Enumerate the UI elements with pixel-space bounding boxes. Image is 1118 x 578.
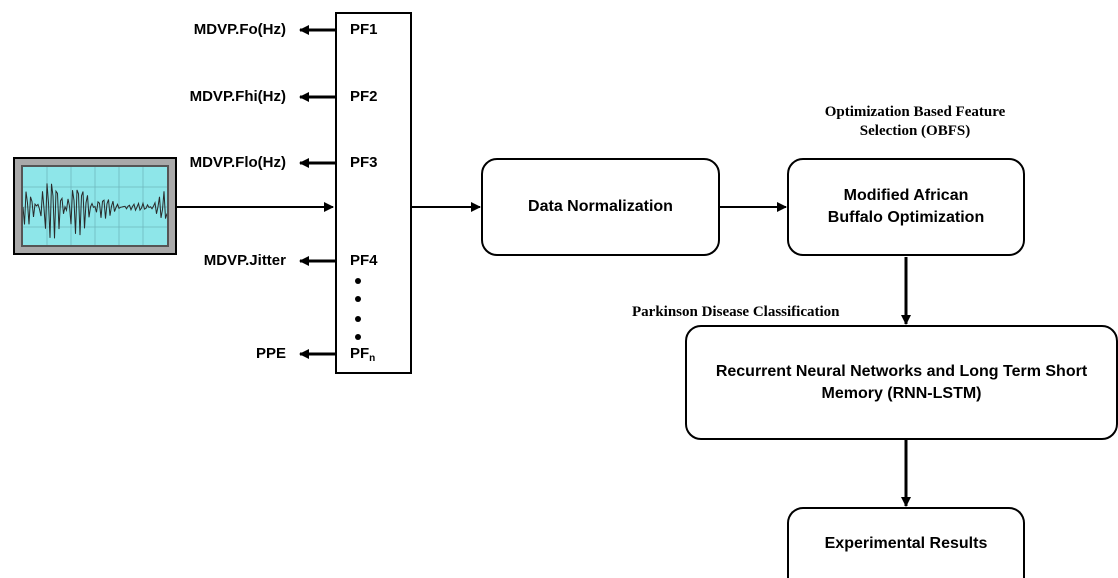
feature-label-flo: MDVP.Flo(Hz) [189,154,286,171]
mabo-line-2: Buffalo Optimization [827,209,985,226]
feature-label-fhi: MDVP.Fhi(Hz) [189,88,286,105]
obfs-caption: Optimization Based Feature Selection (OB… [780,103,1050,141]
rnn-lstm-line-1: Recurrent Neural Networks and Long Term … [715,362,1088,380]
feature-label-jitter: MDVP.Jitter [203,252,286,269]
pf-label-2: PF2 [350,88,378,105]
signal-waveform-panel [13,157,177,255]
data-normalization-box: Data Normalization [481,158,720,256]
mabo-box: Modified African Buffalo Optimization [787,158,1025,256]
feature-label-ppe: PPE [255,345,286,362]
ellipsis-dot [355,334,361,340]
ellipsis-dot [355,296,361,302]
experimental-results-box: Experimental Results [787,507,1025,578]
rnn-lstm-box: Recurrent Neural Networks and Long Term … [685,325,1118,440]
feature-extraction-box [335,12,412,374]
pf-label-3: PF3 [350,154,378,171]
ellipsis-dot [355,316,361,322]
feature-label-fo: MDVP.Fo(Hz) [193,21,286,38]
obfs-caption-line-1: Optimization Based Feature [824,104,1006,120]
pf-label-1: PF1 [350,21,378,38]
waveform-icon [23,167,167,245]
rnn-lstm-line-2: Memory (RNN-LSTM) [821,384,982,402]
pf-subscript: n [369,353,376,364]
obfs-caption-line-2: Selection (OBFS) [859,123,971,139]
pf-label-4: PF4 [350,252,378,269]
classification-caption: Parkinson Disease Classification [632,304,840,320]
ellipsis-dot [355,278,361,284]
mabo-line-1: Modified African [843,187,969,204]
pf-label-n: PFn [350,345,376,364]
